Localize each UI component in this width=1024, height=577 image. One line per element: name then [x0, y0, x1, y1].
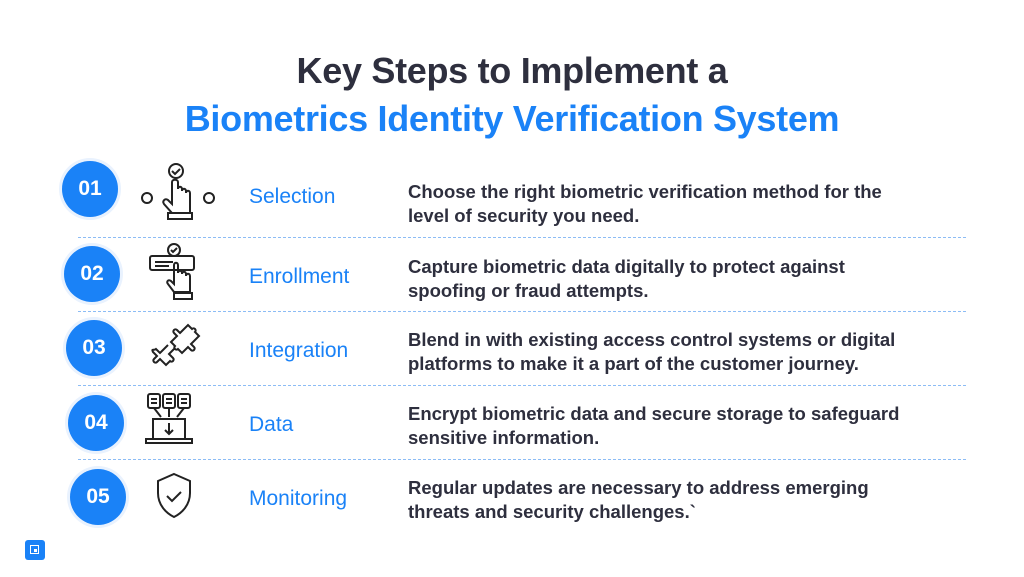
step-row-enrollment: 02 Enrollment Capture biometric data dig…: [0, 240, 1024, 314]
step-description: Choose the right biometric verification …: [408, 180, 998, 228]
row-separator: [78, 311, 966, 312]
step-number-badge: 02: [64, 246, 120, 302]
description-line: Blend in with existing access control sy…: [408, 329, 896, 350]
step-label: Enrollment: [249, 265, 350, 288]
puzzle-pieces-icon: [151, 323, 201, 367]
step-description: Encrypt biometric data and secure storag…: [408, 402, 998, 450]
description-line: Capture biometric data digitally to prot…: [408, 256, 845, 277]
description-line: spoofing or fraud attempts.: [408, 280, 649, 301]
description-line: Choose the right biometric verification …: [408, 181, 882, 202]
step-label: Integration: [249, 339, 349, 362]
hand-tap-check-icon: [141, 163, 215, 220]
row-separator: [78, 459, 966, 460]
row-separator: [78, 237, 966, 238]
hand-form-check-icon: [149, 243, 195, 300]
title-line-2: Biometrics Identity Verification System: [184, 98, 840, 139]
step-number-badge: 01: [62, 161, 118, 217]
description-line: Encrypt biometric data and secure storag…: [408, 403, 900, 424]
step-description: Capture biometric data digitally to prot…: [408, 255, 998, 303]
step-number-badge: 04: [68, 395, 124, 451]
description-line: sensitive information.: [408, 427, 600, 448]
step-label: Selection: [249, 185, 336, 208]
title-line-1: Key Steps to Implement a: [296, 50, 728, 91]
step-row-selection: 01 Selection Choose the right biometric …: [0, 160, 1024, 234]
description-line: threats and security challenges.`: [408, 501, 696, 522]
laptop-documents-download-icon: [145, 393, 193, 444]
shield-check-icon: [157, 472, 191, 519]
step-label: Data: [249, 413, 294, 436]
step-description: Blend in with existing access control sy…: [408, 328, 998, 376]
description-line: level of security you need.: [408, 205, 640, 226]
step-number-badge: 05: [70, 469, 126, 525]
step-row-data: 04 Data Encrypt biometric data and secur…: [0, 388, 1024, 462]
step-description: Regular updates are necessary to address…: [408, 476, 998, 524]
square-logo-icon: [25, 540, 45, 560]
step-label: Monitoring: [249, 487, 348, 510]
description-line: platforms to make it a part of the custo…: [408, 353, 859, 374]
description-line: Regular updates are necessary to address…: [408, 477, 869, 498]
step-number-badge: 03: [66, 320, 122, 376]
row-separator: [78, 385, 966, 386]
step-row-monitoring: 05 Monitoring Regular updates are necess…: [0, 462, 1024, 536]
step-row-integration: 03 Integration Blend in with existing ac…: [0, 314, 1024, 388]
